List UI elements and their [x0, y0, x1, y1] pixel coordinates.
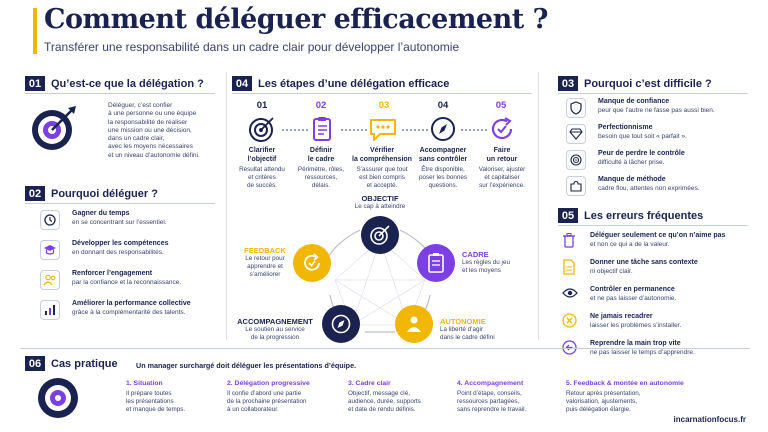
- section-divider: [25, 93, 215, 94]
- step-connector: [341, 129, 367, 131]
- step-connector: [402, 129, 428, 131]
- section-title: Cas pratique: [51, 357, 118, 370]
- chart-icon: [40, 300, 60, 320]
- step-connector: [461, 129, 487, 131]
- section-title: Les erreurs fréquentes: [584, 209, 704, 222]
- target-arrow-icon: [30, 104, 78, 152]
- case-step-2: 2. Délégation progressive Il confie d’ab…: [227, 380, 310, 413]
- section-number: 02: [25, 186, 45, 201]
- graduation-cap-icon: [40, 240, 60, 260]
- section-divider: [558, 225, 748, 226]
- case-step-5: 5. Feedback & montée en autonomie Retour…: [566, 380, 684, 413]
- step-connector: [282, 129, 308, 131]
- section-title: Qu’est-ce que la délégation ?: [51, 77, 204, 90]
- step-number: 05: [495, 100, 507, 111]
- document-icon: [562, 259, 578, 280]
- section-number: 06: [25, 356, 45, 371]
- target-icon: [248, 115, 276, 148]
- clock-icon: [40, 210, 60, 230]
- accompagnement-compass-icon: [322, 305, 360, 343]
- objectif-target-icon: [361, 216, 399, 254]
- cycle-objectif: OBJECTIF Le cap à atteindre: [354, 194, 406, 210]
- section-04-header: 04 Les étapes d’une délégation efficace: [232, 76, 449, 91]
- column-divider: [226, 72, 227, 340]
- footer-site[interactable]: incarnationfocus.fr: [673, 415, 746, 424]
- section-divider: [558, 93, 748, 94]
- section-title: Pourquoi déléguer ?: [51, 187, 158, 200]
- step-number: 01: [256, 100, 268, 111]
- section-divider: [232, 93, 532, 94]
- autonomie-person-icon: [395, 305, 433, 343]
- feedback-refresh-icon: [293, 244, 331, 282]
- x-circle-icon: [562, 313, 578, 333]
- shield-icon: [566, 98, 586, 118]
- header-accent-bar: [33, 8, 37, 54]
- case-intro: Un manager surchargé doit déléguer les p…: [136, 361, 357, 370]
- chat-bubble-icon: [368, 115, 398, 148]
- refresh-icon: [488, 115, 516, 148]
- section-01-header: 01 Qu’est-ce que la délégation ?: [25, 76, 204, 91]
- step-number: 02: [315, 100, 327, 111]
- section-number: 03: [558, 76, 578, 91]
- case-step-3: 3. Cadre clair Objectif, message clé,aud…: [348, 380, 421, 413]
- section-02-header: 02 Pourquoi déléguer ?: [25, 186, 158, 201]
- case-step-4: 4. Accompagnement Point d’étape, conseil…: [457, 380, 527, 413]
- section-title: Les étapes d’une délégation efficace: [258, 77, 450, 90]
- clipboard-icon: [308, 115, 336, 148]
- arrow-back-icon: [562, 340, 578, 360]
- step-number: 04: [437, 100, 449, 111]
- section-divider: [25, 203, 215, 204]
- eye-icon: [562, 286, 578, 304]
- section-divider: [20, 348, 750, 349]
- section-03-header: 03 Pourquoi c’est difficile ?: [558, 76, 712, 91]
- section-title: Pourquoi c’est difficile ?: [584, 77, 712, 90]
- puzzle-icon: [566, 176, 586, 196]
- trash-icon: [562, 232, 578, 253]
- step-number: 03: [378, 100, 390, 111]
- page-title: Comment déléguer efficacement ?: [44, 4, 548, 35]
- page-subtitle: Transférer une responsabilité dans un ca…: [44, 40, 460, 54]
- compass-icon: [429, 115, 457, 148]
- section-number: 04: [232, 76, 252, 91]
- section-number: 01: [25, 76, 45, 91]
- section-number: 05: [558, 208, 578, 223]
- target-icon: [566, 150, 586, 170]
- section-06-header: 06 Cas pratique: [25, 356, 118, 371]
- section-05-header: 05 Les erreurs fréquentes: [558, 208, 703, 223]
- diamond-icon: [566, 124, 586, 144]
- people-icon: [40, 270, 60, 290]
- cadre-clipboard-icon: [417, 244, 455, 282]
- case-target-icon: [36, 376, 80, 425]
- column-divider: [538, 72, 539, 340]
